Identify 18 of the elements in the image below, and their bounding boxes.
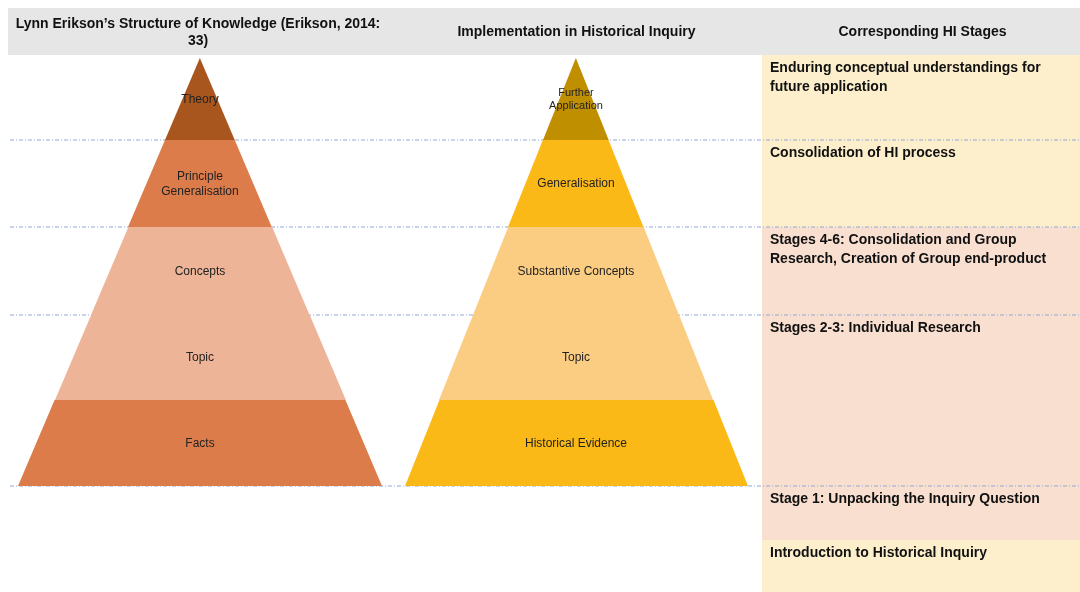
column-header: Implementation in Historical Inquiry — [388, 8, 765, 55]
column-header: Lynn Erikson’s Structure of Knowledge (Erikson, 2014: 33) — [8, 8, 388, 55]
layer-label: Topic — [562, 350, 590, 365]
stage-cell: Stages 2-3: Individual Research — [762, 315, 1080, 486]
layer-label: Principle Generalisation — [160, 169, 240, 198]
layer-label: Historical Evidence — [524, 435, 627, 451]
stage-cell: Introduction to Historical Inquiry — [762, 540, 1080, 592]
stage-cell: Enduring conceptual understandings for future application — [762, 55, 1080, 140]
stage-cell: Consolidation of HI process — [762, 140, 1080, 227]
layer-label: Facts — [185, 435, 215, 451]
layer-label: Substantive Concepts — [517, 263, 635, 279]
layer-label: Concepts — [174, 263, 226, 279]
layer-label: Topic — [186, 350, 214, 365]
layer-label: Theory — [181, 91, 219, 107]
layer-label: Generalisation — [537, 176, 615, 191]
stage-cell: Stages 4-6: Consolidation and Group Research, Creation of Group end-product — [762, 227, 1080, 315]
column-header: Corresponding HI Stages — [765, 8, 1080, 55]
stage-cell: Stage 1: Unpacking the Inquiry Question — [762, 486, 1080, 540]
